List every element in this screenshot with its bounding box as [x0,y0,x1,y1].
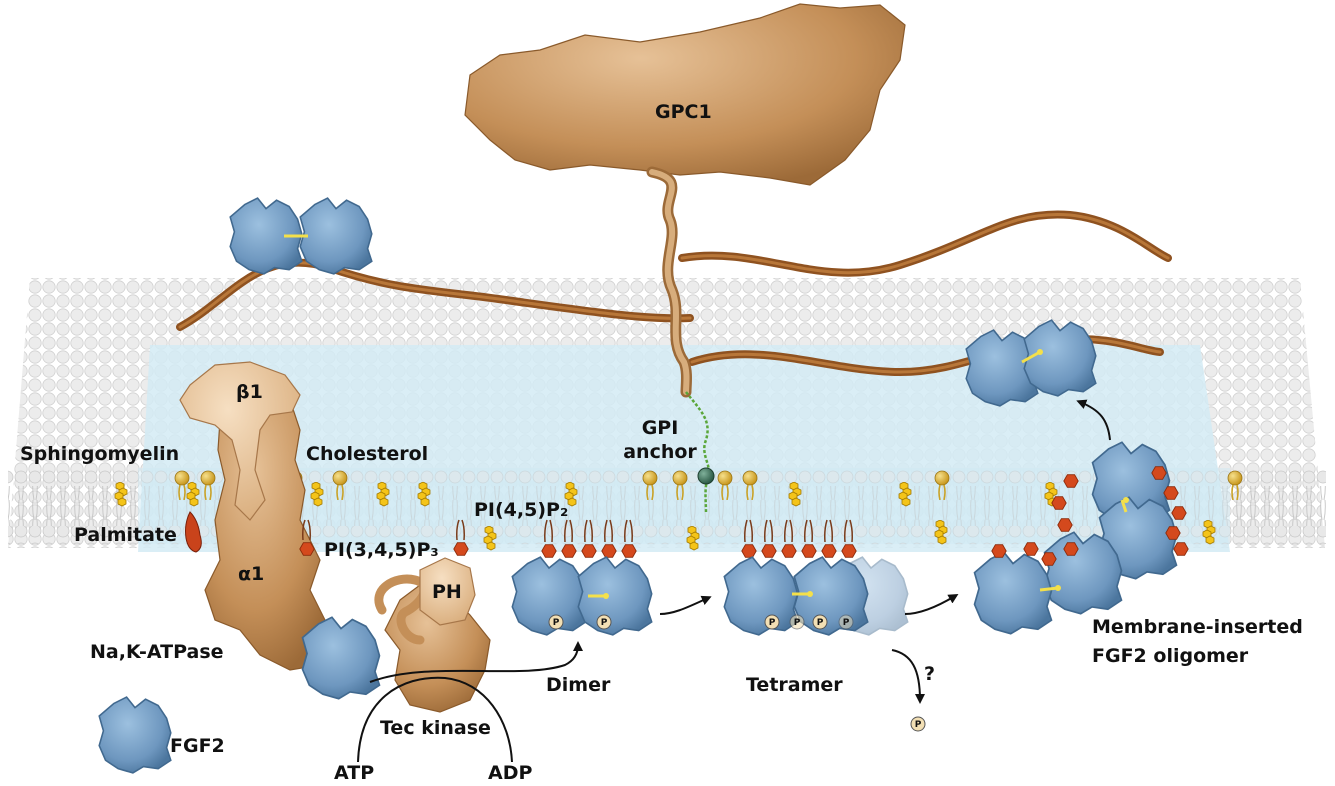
phosphate-tetramer-2: P [789,614,805,630]
gpi-label-line1: GPI [642,417,679,439]
tec-kinase: PH [374,557,491,713]
arrows [357,399,1111,763]
pip2-cluster-tetramer [741,519,857,558]
arrow-atp-adp [357,676,513,763]
svg-text:P: P [915,720,922,730]
gpi-anchor: GPI anchor [623,391,715,513]
pi345p3-lipids [299,519,469,556]
beta1-label: β1 [236,381,263,403]
question-label: ? [924,663,935,685]
atp-label: ATP [334,762,374,784]
phosphate-markers: P P P P P P P [548,614,926,732]
sphingomyelin-label: Sphingomyelin [20,443,179,465]
pi345p3-label: PI(3,4,5)P₃ [324,539,439,561]
svg-text:P: P [553,618,560,628]
dimer-label: Dimer [546,674,611,696]
labels: Sphingomyelin Cholesterol PI(4,5)P₂ PI(3… [20,443,1303,784]
svg-text:P: P [794,618,801,628]
pi45p2-label: PI(4,5)P₂ [474,499,568,521]
gpc1-label: GPC1 [655,101,712,123]
svg-text:P: P [843,618,850,628]
na-k-atpase-label: Na,K-ATPase [90,641,224,663]
arrow-phosphate-release [891,649,925,704]
heparan-sulfate-chains [176,210,1172,377]
alpha1-label: α1 [238,563,264,585]
fgf2-free-legend [98,696,172,774]
arrow-oligomer-to-extracellular [1076,399,1111,441]
oligomer-label-line2: FGF2 oligomer [1092,645,1249,667]
svg-text:P: P [769,618,776,628]
phosphate-dimer-1: P [548,614,564,630]
gpc1-stalk [646,166,692,398]
svg-text:P: P [601,618,608,628]
phosphate-tetramer-4: P [838,614,854,630]
fgf2-dimer-extracellular-left [229,197,373,275]
fgf2-dimer-membrane [511,519,653,636]
fgf2-bound-to-atpase [301,616,381,700]
phosphate-released: P [910,716,926,732]
phosphate-tetramer-3: P [812,614,828,630]
ph-label: PH [432,581,462,603]
cholesterol-label: Cholesterol [306,443,428,465]
phosphate-dimer-2: P [596,614,612,630]
na-k-atpase: β1 α1 [179,361,331,671]
pip2-cluster-dimer [541,519,637,558]
svg-text:P: P [817,618,824,628]
palmitate [185,511,202,553]
fgf2-label: FGF2 [170,735,225,757]
palmitate-label: Palmitate [74,524,177,546]
arrow-dimer-to-tetramer [659,595,712,615]
arrow-tetramer-to-oligomer [904,593,959,615]
fgf2-dimer-extracellular-right [965,319,1097,407]
tetramer-label: Tetramer [746,674,843,696]
fgf2-oligomer-membrane [973,441,1189,635]
gpi-label-line2: anchor [623,441,697,463]
arrow-to-dimer [369,641,583,683]
adp-label: ADP [488,762,532,784]
tec-kinase-label: Tec kinase [380,717,491,739]
fgf2-tetramer-membrane [723,519,909,636]
gpc1-protein: GPC1 [464,3,906,186]
oligomer-label-line1: Membrane-inserted [1092,616,1303,638]
phosphate-tetramer-1: P [764,614,780,630]
